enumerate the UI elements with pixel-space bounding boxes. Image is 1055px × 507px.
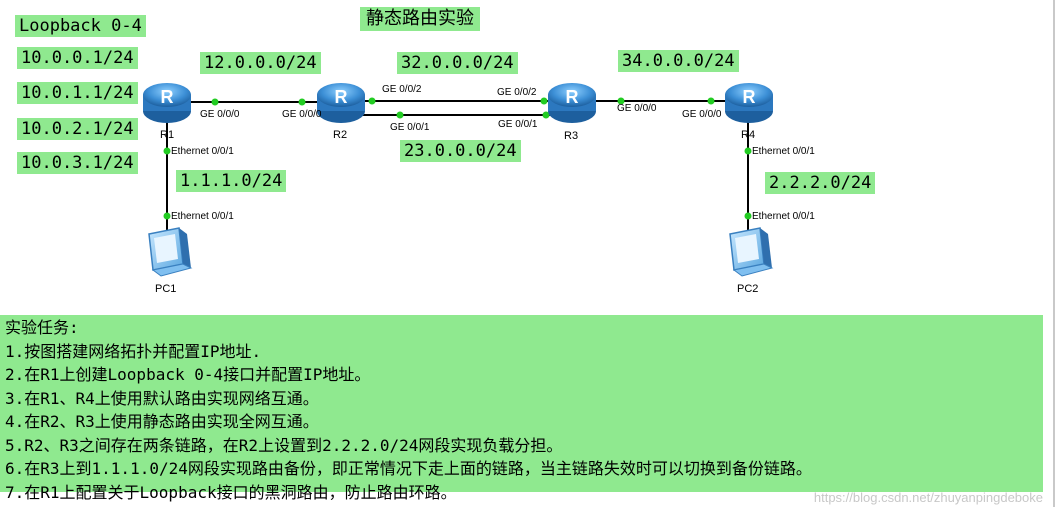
port-dot: [298, 98, 306, 106]
port-dot: [617, 97, 625, 105]
loopback-address: 10.0.2.1/24: [17, 118, 138, 140]
port-dot: [163, 147, 171, 155]
network-label-r1-pc1: 1.1.1.0/24: [176, 170, 287, 192]
router-r1-icon[interactable]: R: [143, 83, 191, 123]
network-label-r2-r3-bottom: 23.0.0.0/24: [400, 140, 521, 162]
watermark: https://blog.csdn.net/zhuyanpingdeboke: [813, 490, 1043, 505]
port-label: GE 0/0/0: [617, 103, 657, 114]
page-title: 静态路由实验: [360, 7, 480, 31]
device-label-pc2: PC2: [737, 283, 759, 295]
router-glyph: R: [335, 87, 348, 107]
port-dot: [744, 212, 752, 220]
port-label: Ethernet 0/0/1: [171, 146, 234, 157]
task-item: 6.在R3上到1.1.1.0/24网段实现路由备份，即正常情况下走上面的链路，当…: [5, 459, 812, 478]
device-label-r1: R1: [160, 129, 175, 141]
port-dot: [396, 111, 404, 119]
port-label: GE 0/0/1: [390, 122, 430, 133]
port-label: GE 0/0/2: [497, 87, 537, 98]
network-label-r2-r3-top: 32.0.0.0/24: [397, 52, 518, 74]
task-item: 4.在R2、R3上使用静态路由实现全网互通。: [5, 412, 319, 431]
loopback-address: 10.0.3.1/24: [17, 152, 138, 174]
port-label: GE 0/0/2: [382, 84, 422, 95]
port-dot: [707, 97, 715, 105]
pc1-icon[interactable]: [148, 227, 193, 277]
task-item: 1.按图搭建网络拓扑并配置IP地址.: [5, 341, 262, 361]
network-label-r4-pc2: 2.2.2.0/24: [765, 172, 876, 194]
port-label: Ethernet 0/0/1: [752, 146, 815, 157]
port-label: Ethernet 0/0/1: [171, 211, 234, 222]
router-r2-icon[interactable]: R: [317, 83, 365, 123]
device-label-r3: R3: [564, 130, 579, 142]
device-label-r4: R4: [741, 129, 756, 141]
port-label: GE 0/0/0: [282, 109, 322, 120]
task-item: 5.R2、R3之间存在两条链路，在R2上设置到2.2.2.0/24网段实现负载分…: [5, 435, 563, 455]
router-glyph: R: [743, 87, 756, 107]
port-dot: [744, 147, 752, 155]
task-panel: 实验任务: 1.按图搭建网络拓扑并配置IP地址. 2.在R1上创建Loopbac…: [0, 315, 1043, 502]
task-item: 3.在R1、R4上使用默认路由实现网络互通。: [5, 388, 319, 408]
loopback-address: 10.0.0.1/24: [17, 47, 138, 69]
pc2-icon[interactable]: [729, 227, 774, 277]
port-dot: [540, 97, 548, 105]
task-item: 7.在R1上配置关于Loopback接口的黑洞路由，防止路由环路。: [5, 482, 457, 502]
port-dot: [368, 97, 376, 105]
loopback-header: Loopback 0-4: [15, 15, 146, 37]
port-dot: [542, 111, 550, 119]
device-label-r2: R2: [333, 129, 348, 141]
router-glyph: R: [566, 87, 579, 107]
device-label-pc1: PC1: [155, 283, 177, 295]
port-dot: [163, 212, 171, 220]
port-label: GE 0/0/1: [498, 119, 538, 130]
router-glyph: R: [161, 87, 174, 107]
network-label-r3-r4: 34.0.0.0/24: [618, 50, 739, 72]
router-r4-icon[interactable]: R: [725, 83, 773, 123]
port-label: GE 0/0/0: [200, 109, 240, 120]
port-label: Ethernet 0/0/1: [752, 211, 815, 222]
network-label-r1-r2: 12.0.0.0/24: [200, 52, 321, 74]
topology-diagram: R R R R: [143, 83, 774, 277]
loopback-address: 10.0.1.1/24: [17, 82, 138, 104]
task-item: 2.在R1上创建Loopback 0-4接口并配置IP地址。: [5, 365, 371, 384]
task-heading: 实验任务:: [5, 318, 79, 337]
port-dot: [211, 98, 219, 106]
port-label: GE 0/0/0: [682, 109, 722, 120]
router-r3-icon[interactable]: R: [548, 83, 596, 123]
